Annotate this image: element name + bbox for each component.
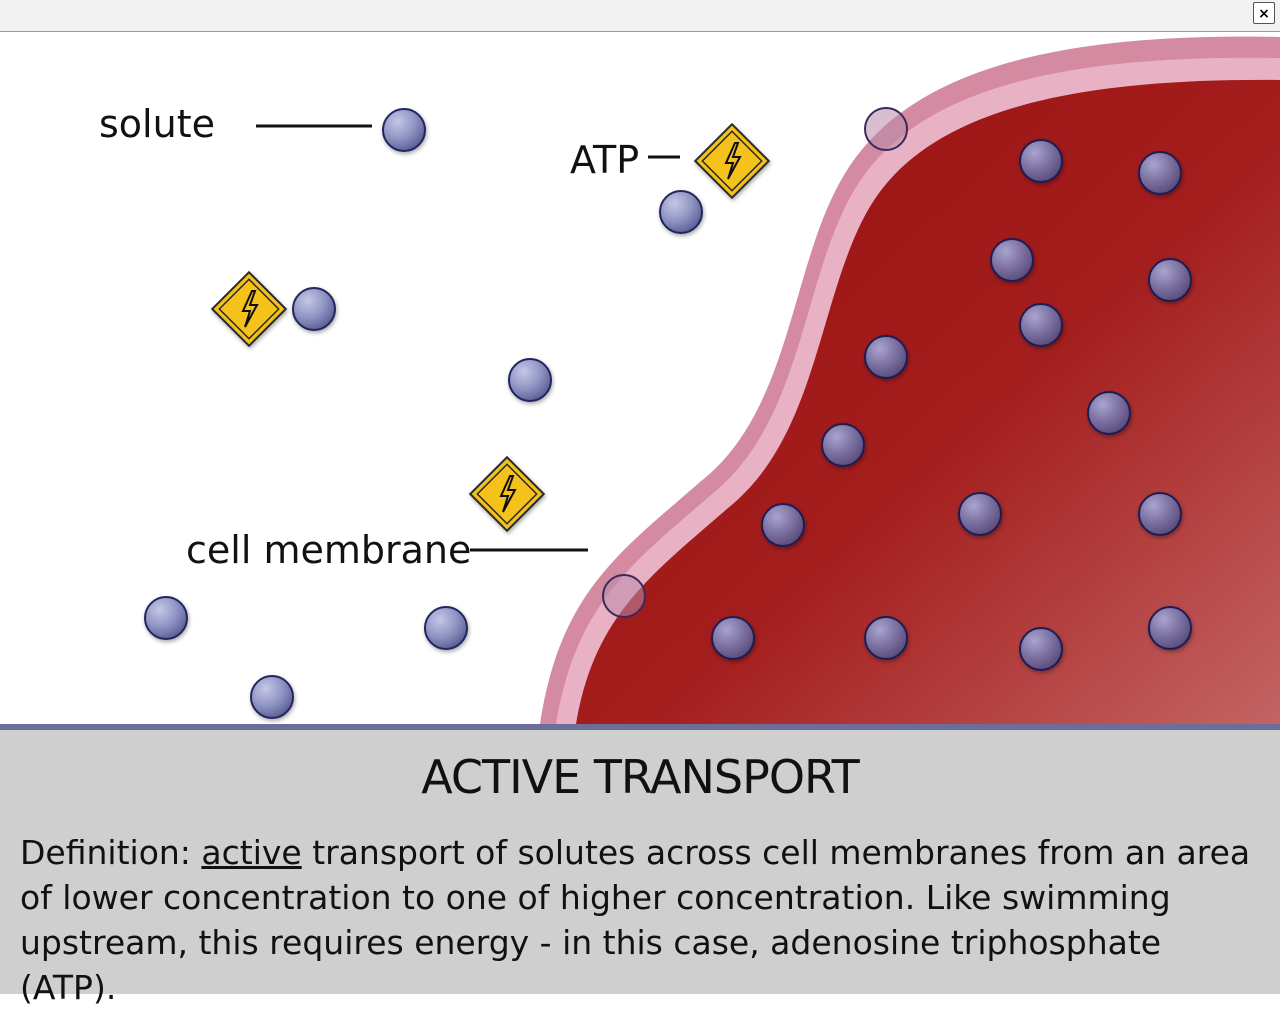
window-titlebar: ×	[0, 0, 1280, 32]
definition-keyword: active	[201, 833, 302, 872]
solute-molecule	[424, 606, 468, 650]
solute-molecule	[990, 238, 1034, 282]
solute-molecule	[602, 574, 646, 618]
definition-prefix: Definition:	[20, 833, 202, 872]
solute-molecule	[864, 107, 908, 151]
solute-molecule	[864, 335, 908, 379]
solute-molecule	[1138, 492, 1182, 536]
definition-text: Definition: active transport of solutes …	[20, 830, 1265, 1010]
solute-molecule	[1019, 303, 1063, 347]
diagram-area: solute ATP cell membrane	[0, 32, 1280, 724]
atp-icon	[468, 455, 546, 533]
close-icon[interactable]: ×	[1253, 2, 1275, 24]
solute-molecule	[508, 358, 552, 402]
atp-icon	[693, 122, 771, 200]
solute-molecule	[250, 675, 294, 719]
active-transport-diagram	[144, 36, 1280, 724]
solute-molecule	[659, 190, 703, 234]
solute-molecule	[864, 616, 908, 660]
solute-molecule	[1148, 258, 1192, 302]
solute-molecule	[1019, 139, 1063, 183]
solute-molecule	[1087, 391, 1131, 435]
solute-label: solute	[99, 102, 215, 146]
definition-body: transport of solutes across cell membran…	[20, 833, 1251, 1007]
caption-panel: ACTIVE TRANSPORT Definition: active tran…	[0, 724, 1280, 1007]
solute-molecule	[958, 492, 1002, 536]
cell-membrane-label: cell membrane	[186, 528, 472, 572]
solute-molecule	[382, 108, 426, 152]
solute-molecule	[1138, 151, 1182, 195]
solute-molecule	[144, 596, 188, 640]
solute-molecule	[1019, 627, 1063, 671]
solute-molecule	[761, 503, 805, 547]
cell-interior	[576, 79, 1280, 724]
solute-molecule	[821, 423, 865, 467]
caption-title: ACTIVE TRANSPORT	[421, 750, 860, 804]
solute-molecule	[1148, 606, 1192, 650]
solute-molecule	[711, 616, 755, 660]
atp-label: ATP	[570, 138, 640, 182]
atp-icon	[210, 270, 288, 348]
solute-molecule	[292, 287, 336, 331]
